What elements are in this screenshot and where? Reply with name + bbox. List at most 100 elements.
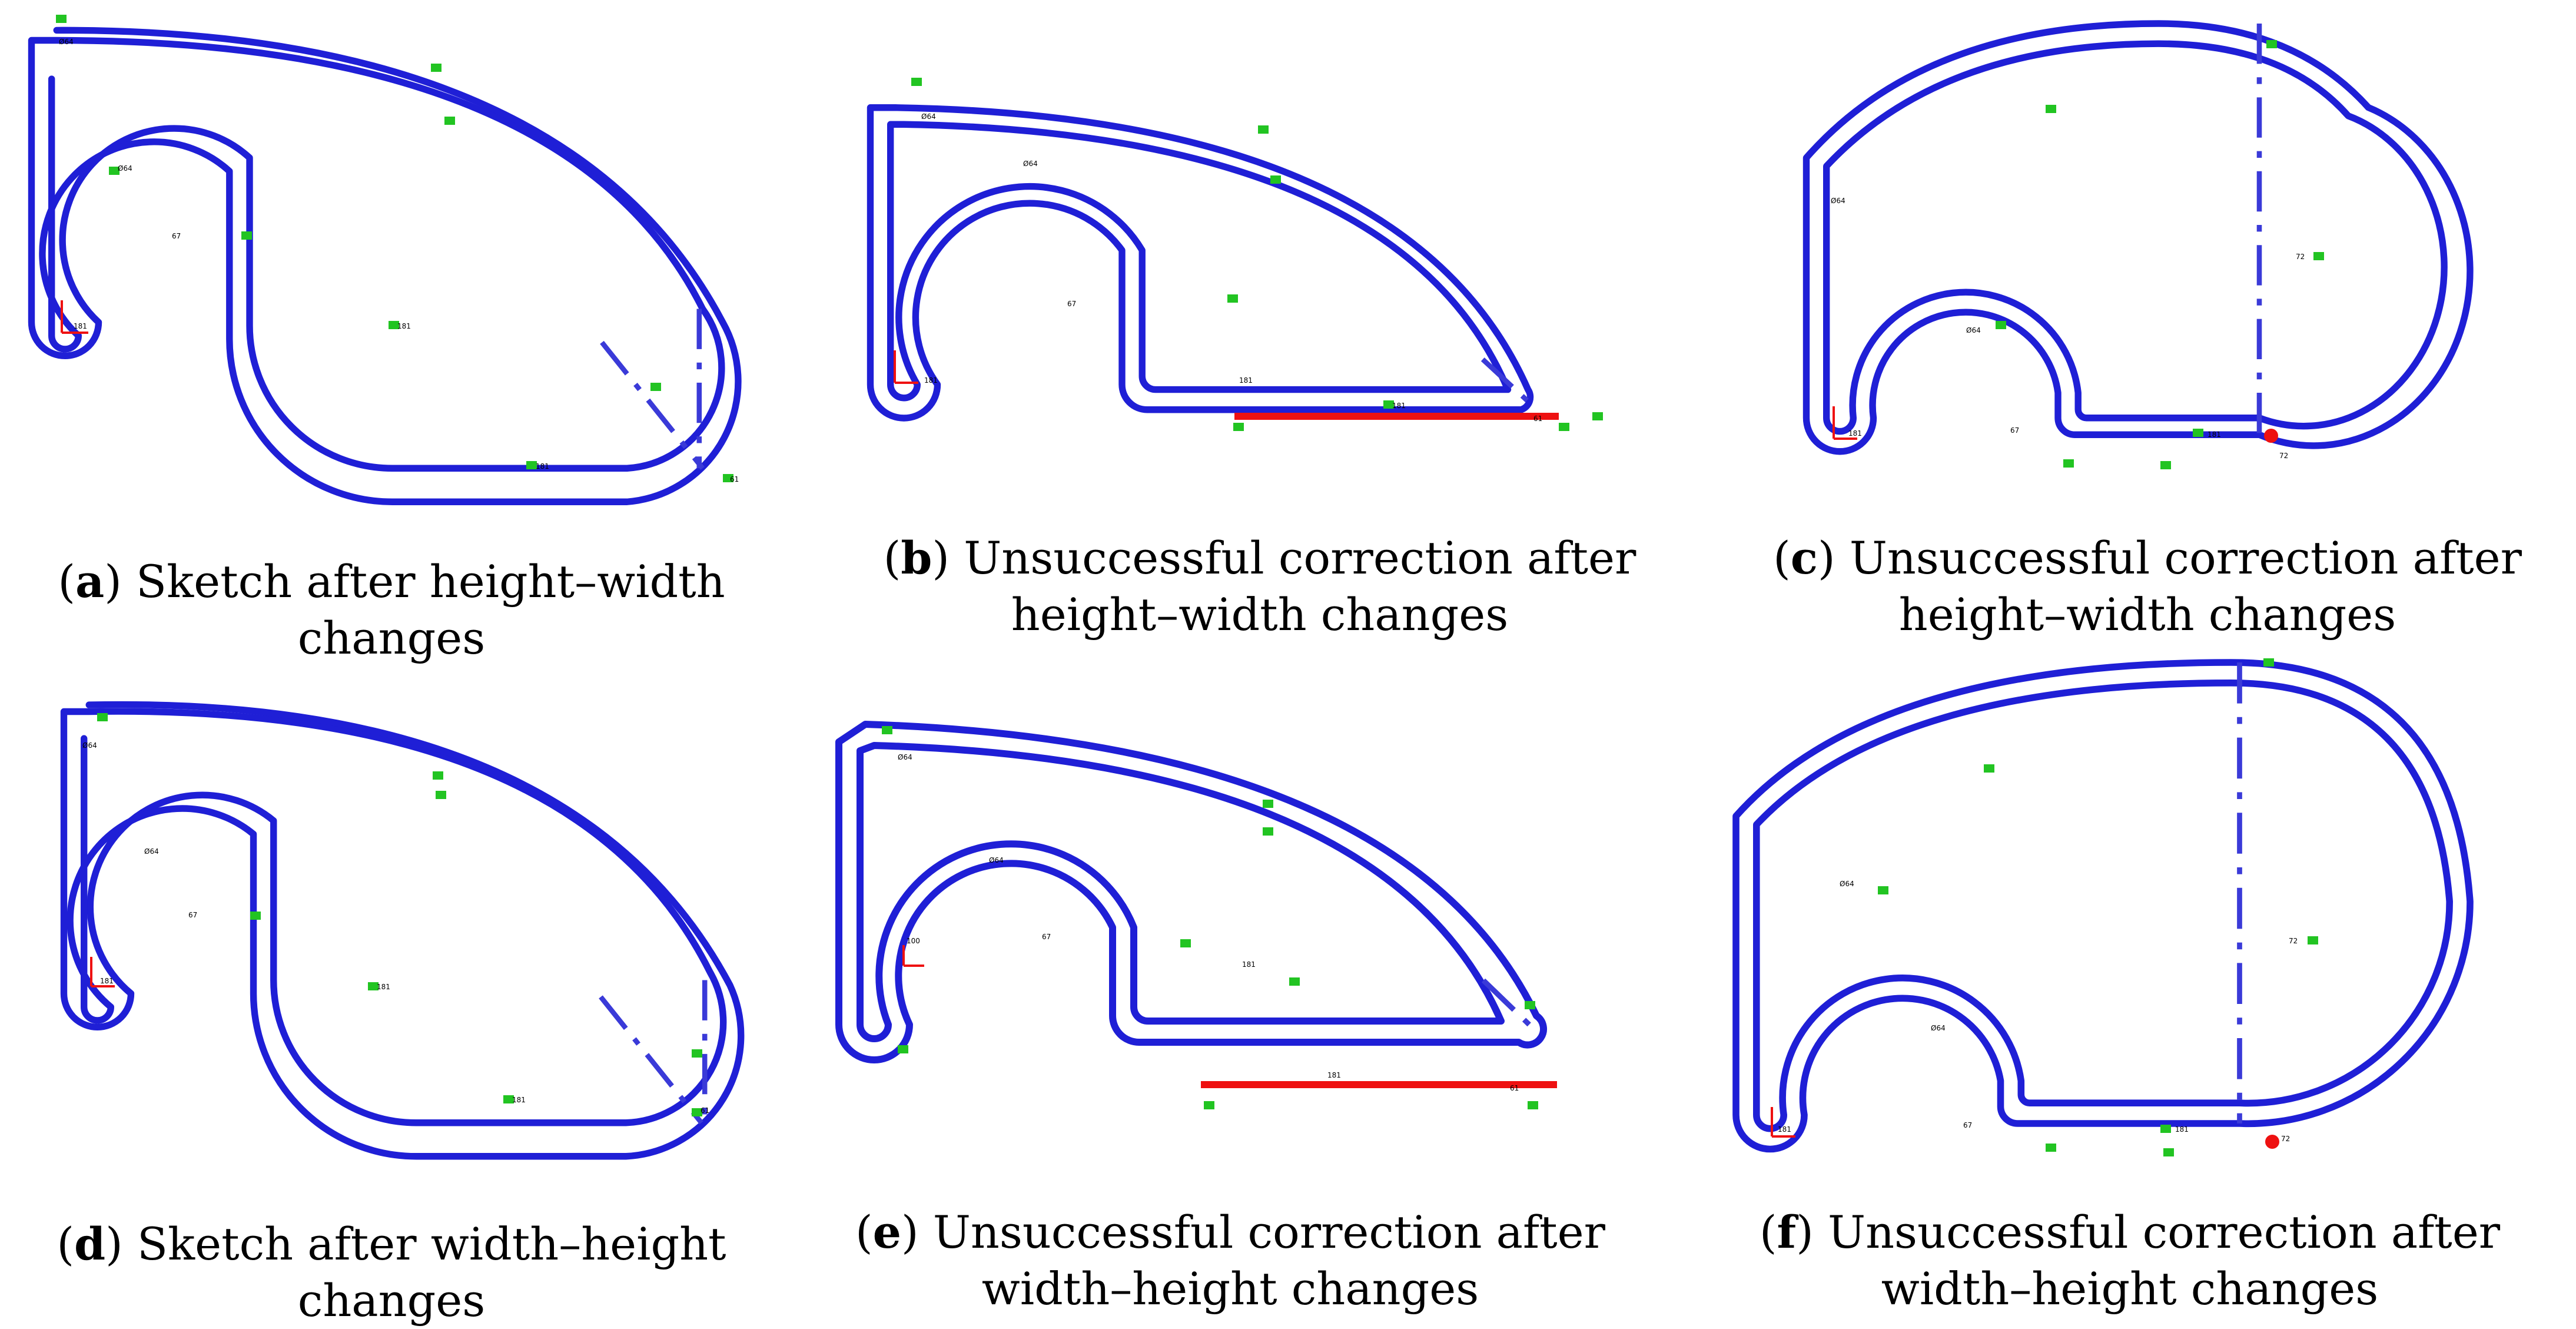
dim-label: 61 <box>730 475 739 483</box>
relation-tag <box>1984 764 1994 773</box>
relation-tag <box>1528 1101 1538 1109</box>
dim-label: 181 <box>74 322 87 330</box>
dim-label: 67 <box>1963 1121 1972 1129</box>
relation-tag <box>898 1045 908 1053</box>
relation-tag <box>650 383 661 391</box>
relation-tags-c <box>1996 40 2324 469</box>
dim-label: 181 <box>924 376 938 385</box>
caption-d: (d) Sketch after width–height changes <box>57 1218 726 1327</box>
relation-tag <box>2046 1144 2056 1152</box>
relation-tags-b <box>911 78 1603 431</box>
relation-tag <box>692 1108 702 1116</box>
relation-tag <box>1525 1001 1535 1009</box>
dim-label: 181 <box>2207 430 2221 439</box>
dim-label: 72 <box>2296 253 2305 261</box>
relation-tag <box>1559 423 1569 431</box>
dim-label: Ø64 <box>82 741 97 750</box>
dim-label: 181 <box>100 977 114 985</box>
dim-label: 61 <box>1533 415 1542 423</box>
dim-label: 181 <box>536 462 549 470</box>
dim-label: 61 <box>1510 1084 1519 1092</box>
dim-label: Ø64 <box>898 753 912 761</box>
relation-tag <box>1263 800 1273 808</box>
caption-f: (f) Unsuccessful correction after width–… <box>1759 1206 2501 1315</box>
relation-tag <box>882 726 892 734</box>
panel-e: Ø64 Ø64 67 181 181 61 100 (e) Unsuccessf… <box>812 671 1684 1328</box>
relation-tag <box>436 791 446 799</box>
caption-e: (e) Unsuccessful correction after width–… <box>855 1206 1605 1315</box>
dim-label: Ø64 <box>1840 880 1854 888</box>
dim-label: 67 <box>172 232 181 240</box>
sketch-e: Ø64 Ø64 67 181 181 61 100 <box>835 721 1557 1109</box>
dim-label: Ø64 <box>118 164 132 173</box>
dim-label: Ø64 <box>1931 1024 1946 1032</box>
dimension-labels-b: Ø64 Ø64 67 181 181 61 181 <box>921 112 1542 423</box>
dim-label: Ø64 <box>144 847 159 856</box>
relation-tag <box>109 167 119 175</box>
relation-tag <box>1270 175 1281 184</box>
dim-label: 67 <box>188 911 197 919</box>
dim-label: 67 <box>1042 933 1051 941</box>
relation-tag <box>368 982 379 990</box>
relation-tag <box>2160 461 2171 469</box>
relation-tag <box>241 231 252 240</box>
dim-label: 67 <box>2010 426 2019 435</box>
relation-tag <box>1258 125 1269 134</box>
dimension-labels-a: Ø64 Ø64 67 181 181 61 181 <box>59 38 739 483</box>
relation-tags-a <box>56 15 733 482</box>
relation-tag <box>97 713 108 721</box>
relation-tag <box>2163 1148 2174 1156</box>
dim-label: 181 <box>1392 402 1406 410</box>
relation-tag <box>526 461 537 469</box>
panel-f: Ø64 Ø64 67 181 72 72 181 (f) Unsuccessfu… <box>1684 654 2576 1328</box>
dim-label: Ø64 <box>1831 197 1845 205</box>
relation-tag <box>2308 936 2318 944</box>
relation-tag <box>2160 1125 2171 1133</box>
dim-label: 181 <box>512 1096 526 1104</box>
relation-tag <box>1227 294 1238 303</box>
dim-label: 72 <box>2281 1135 2290 1143</box>
panel-d: Ø64 Ø64 67 181 181 61 181 (d) Sketch aft… <box>0 671 824 1328</box>
dim-label: 72 <box>2279 452 2288 460</box>
dim-label: 67 <box>1067 300 1076 308</box>
relation-tag <box>1204 1101 1214 1109</box>
dim-label: 181 <box>1242 960 1256 969</box>
dimension-labels-d: Ø64 Ø64 67 181 181 61 181 <box>82 741 709 1115</box>
relation-tag <box>1996 321 2006 329</box>
relation-tag <box>1383 400 1394 409</box>
dimension-labels-e: Ø64 Ø64 67 181 181 61 100 <box>898 753 1519 1092</box>
relation-tags-e <box>882 726 1538 1109</box>
dimension-labels-f: Ø64 Ø64 67 181 72 72 181 <box>1778 880 2298 1143</box>
relation-tag <box>911 78 922 86</box>
sketch-d: Ø64 Ø64 67 181 181 61 181 <box>60 701 745 1160</box>
relation-tag <box>2263 658 2274 667</box>
dim-label: 181 <box>1778 1125 1791 1134</box>
dim-label: 72 <box>2289 937 2298 945</box>
relation-tag <box>2266 40 2277 48</box>
dim-label: Ø64 <box>1023 160 1038 168</box>
relation-tag <box>2046 105 2056 113</box>
relation-tags-f <box>1878 658 2318 1156</box>
relation-tag <box>692 1049 702 1058</box>
dim-label: 100 <box>907 937 920 945</box>
caption-c: (c) Unsuccessful correction after height… <box>1773 532 2522 641</box>
panel-b: Ø64 Ø64 67 181 181 61 181 (b) Unsuccessf… <box>848 0 1707 648</box>
relation-tag <box>1233 423 1244 431</box>
relation-tag <box>1592 412 1603 420</box>
relation-tag <box>444 117 455 125</box>
caption-a: (a) Sketch after height–width changes <box>58 555 725 664</box>
relation-tag <box>389 321 399 329</box>
sketch-a: Ø64 Ø64 67 181 181 61 181 <box>28 15 742 505</box>
relation-tag <box>433 771 443 780</box>
dim-label: 61 <box>701 1106 709 1115</box>
dim-label: 181 <box>2175 1125 2189 1134</box>
error-point <box>2264 429 2278 443</box>
dimension-labels-c: Ø64 Ø64 67 181 72 72 181 <box>1831 197 2305 460</box>
dim-label: 181 <box>377 983 390 991</box>
dim-label: 181 <box>1239 376 1253 385</box>
dim-label: Ø64 <box>989 856 1004 864</box>
caption-b: (b) Unsuccessful correction after height… <box>883 532 1636 641</box>
relation-tag <box>2193 429 2203 437</box>
relation-tag <box>250 912 261 920</box>
dim-label: 181 <box>1327 1071 1341 1079</box>
